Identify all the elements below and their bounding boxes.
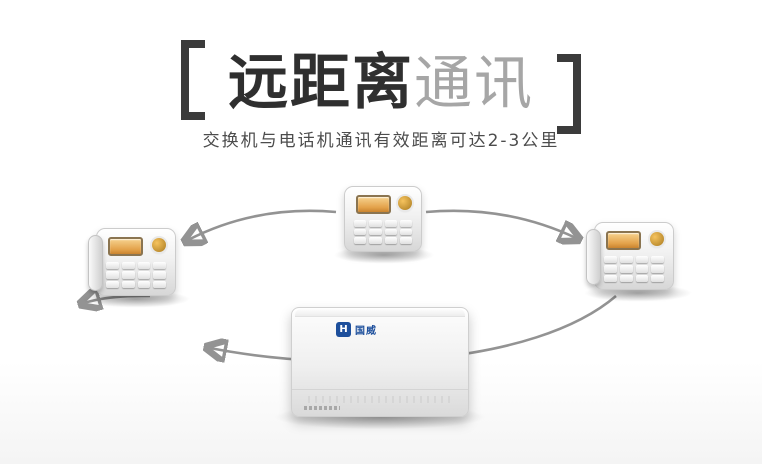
pbx-top-edge (295, 308, 465, 317)
subtitle: 交换机与电话机通讯有效距离可达2-3公里 (202, 131, 560, 151)
pbx-model-fineprint (304, 406, 340, 410)
phone-key (121, 271, 135, 279)
phone-key (384, 220, 397, 227)
phone-key (619, 256, 633, 264)
phone-key (369, 237, 382, 244)
phone-brand-dot-icon (152, 238, 166, 252)
phone-key (369, 228, 382, 236)
pbx-unit: H 国威 (291, 307, 469, 417)
phone-handset (88, 235, 103, 291)
phone-keypad (604, 256, 664, 282)
arrow-top-to-left-phone-icon (188, 209, 337, 240)
phone-key (619, 265, 633, 273)
phone-brand-dot-icon (650, 232, 664, 246)
phone-key (137, 271, 151, 279)
desk-phone-left (88, 228, 176, 296)
phone-key (399, 228, 412, 236)
title-bold-part: 远距离 (227, 48, 414, 118)
phone-keypad (106, 262, 166, 288)
phone-key (635, 274, 649, 282)
phone-handset (586, 229, 601, 285)
phone-key (604, 265, 617, 273)
phone-key (153, 280, 166, 288)
phone-display (606, 231, 641, 250)
phone-key (121, 262, 135, 270)
title-light-part: 通讯 (413, 49, 534, 117)
phone-key (153, 271, 166, 279)
phone-key (106, 262, 119, 270)
phone-key (354, 228, 367, 236)
phone-key (121, 280, 135, 288)
phone-key (137, 280, 151, 288)
phone-key (399, 237, 412, 244)
pbx-brand-logo: H 国威 (336, 322, 377, 337)
arrow-top-to-right-phone-icon (425, 209, 576, 238)
phone-key (635, 256, 649, 264)
phone-key (106, 280, 119, 288)
phone-keypad (354, 220, 412, 244)
phone-display (108, 237, 143, 256)
phone-key (354, 220, 367, 227)
phone-key (369, 220, 382, 227)
phone-display (356, 195, 391, 214)
phone-key (604, 256, 617, 264)
phone-key (153, 262, 166, 270)
phone-key (651, 265, 664, 273)
phone-key (604, 274, 617, 282)
phone-key (399, 220, 412, 227)
phone-key (651, 256, 664, 264)
phone-key (137, 262, 151, 270)
left-bracket-decoration (181, 40, 205, 120)
phone-key (106, 271, 119, 279)
page-title: 远距离通讯 (0, 34, 762, 121)
brand-logo-text: 国威 (355, 326, 377, 337)
phone-key (619, 274, 633, 282)
brand-logo-icon: H (336, 322, 351, 337)
pbx-seam-line (292, 389, 468, 390)
right-bracket-decoration (557, 54, 581, 134)
pbx-vent-slots (308, 396, 452, 403)
phone-key (354, 237, 367, 244)
phone-key (651, 274, 664, 282)
desk-phone-right (586, 222, 674, 290)
phone-key (384, 228, 397, 236)
desk-phone-top (344, 186, 422, 252)
phone-key (635, 265, 649, 273)
phone-brand-dot-icon (398, 196, 412, 210)
phone-key (384, 237, 397, 244)
